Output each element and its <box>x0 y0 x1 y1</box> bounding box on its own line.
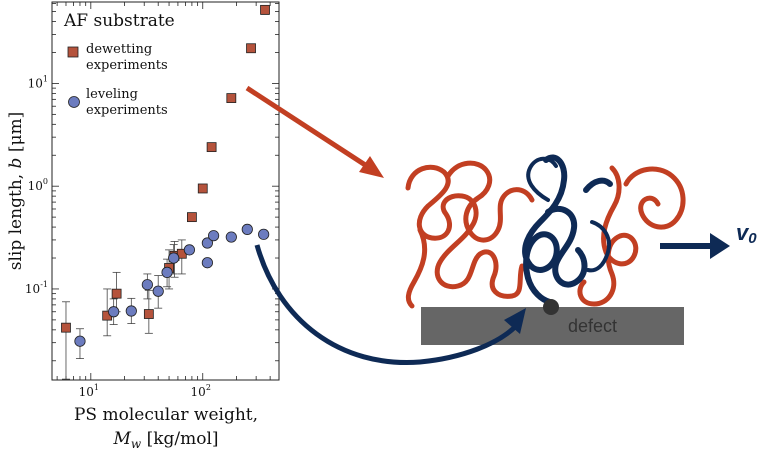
x-axis-label-symbol: M <box>112 429 131 449</box>
leveling-point <box>125 305 137 317</box>
legend: dewetting experiments leveling experimen… <box>67 42 168 118</box>
y-tick-label: 10-1 <box>25 280 48 296</box>
defect-label: defect <box>568 316 617 336</box>
legend-label-leveling-line1: leveling <box>86 87 138 102</box>
tick-labels: 101 102 10-1 100 101 <box>25 74 211 399</box>
leveling-point <box>183 244 196 256</box>
velocity-subscript: 0 <box>748 230 757 247</box>
legend-marker-leveling <box>68 96 80 108</box>
dewetting-point <box>143 309 154 319</box>
blue-chain-loop <box>545 205 588 288</box>
leveling-point <box>74 335 86 347</box>
dewetting-point <box>197 183 208 194</box>
dewetting-point <box>246 43 256 54</box>
y-axis-label-unit: [μm] <box>6 112 26 152</box>
x-tick-label: 101 <box>79 383 99 399</box>
legend-label-leveling-line2: experiments <box>86 103 168 118</box>
chart-title: AF substrate <box>63 11 175 31</box>
y-axis-label-symbol: b <box>6 158 26 169</box>
legend-label-dewetting-line1: dewetting <box>86 42 152 57</box>
legend-label-dewetting-line2: experiments <box>86 58 168 73</box>
dewetting-point <box>206 142 217 153</box>
leveling-point <box>201 257 213 269</box>
red-arrow-shaft <box>245 85 378 175</box>
dewetting-point <box>260 4 270 15</box>
velocity-arrowhead <box>710 233 730 259</box>
data-markers <box>61 4 270 347</box>
leveling-point <box>241 223 253 235</box>
red-arrowhead <box>359 156 384 178</box>
leveling-point <box>161 266 173 278</box>
x-axis-label-subscript: w <box>131 437 142 451</box>
axis-ticks <box>52 2 279 380</box>
legend-marker-dewetting <box>67 46 79 58</box>
dewetting-point <box>111 288 122 299</box>
blue-polymer-chain <box>522 154 613 305</box>
x-axis-label-line2: Mw [kg/mol] <box>112 429 218 451</box>
y-axis-label-prefix: slip length, <box>6 168 26 270</box>
dewetting-point <box>61 322 71 333</box>
red-chain-right-loop <box>623 166 686 230</box>
leveling-point <box>141 279 153 291</box>
y-tick-label: 100 <box>28 177 48 193</box>
blue-chain-inner <box>526 156 558 202</box>
slip-length-chart: 101 102 10-1 100 101 AF substrate dewetting … <box>6 1 280 451</box>
defect-dot <box>543 299 559 315</box>
leveling-point <box>207 230 220 242</box>
blue-arrow-shaft <box>254 244 518 365</box>
leveling-point <box>152 285 164 297</box>
velocity-label: v0 <box>736 220 757 247</box>
blue-chain-main <box>522 154 568 305</box>
leveling-point <box>108 306 120 318</box>
red-chain-left-upper <box>445 160 535 243</box>
red-chain-right <box>577 165 639 307</box>
leveling-point <box>258 228 270 240</box>
x-axis-label-unit: [kg/mol] <box>147 429 219 449</box>
polymer-slip-illustration: defect v0 <box>245 85 757 365</box>
dewetting-point <box>226 93 237 103</box>
y-tick-label: 101 <box>28 74 48 90</box>
red-polymer-chains <box>405 160 686 309</box>
leveling-point <box>201 237 213 249</box>
red-chain-left <box>405 164 525 299</box>
red-chain-left-tail <box>405 227 428 309</box>
dewetting-point <box>187 212 197 223</box>
blue-chain-right-curl <box>586 220 611 273</box>
x-tick-label: 102 <box>191 383 211 399</box>
velocity-symbol: v <box>736 220 750 245</box>
y-axis-label: slip length, b [μm] <box>6 112 26 271</box>
blue-chain-tip <box>583 177 613 193</box>
leveling-point <box>225 231 237 243</box>
x-axis-label-line1: PS molecular weight, <box>74 405 258 425</box>
blue-arrowhead <box>504 308 526 334</box>
leveling-point <box>168 252 180 264</box>
